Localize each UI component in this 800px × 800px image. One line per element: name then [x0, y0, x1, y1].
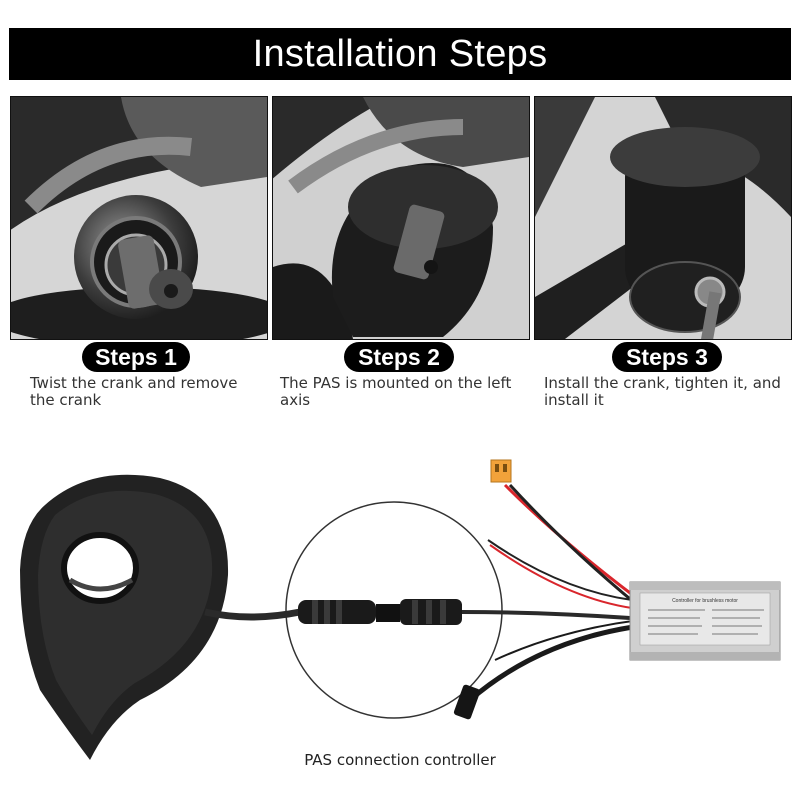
- step-1-badge: Steps 1: [82, 342, 190, 372]
- step-1-photo: [10, 96, 268, 340]
- page-title: Installation Steps: [252, 32, 548, 75]
- step-2-text: The PAS is mounted on the left axis: [280, 374, 512, 409]
- step-1-label: Steps 1: [95, 343, 177, 370]
- small-connector: [453, 684, 481, 720]
- controller-label: Controller for brushless motor: [672, 598, 738, 604]
- step-1-text: Twist the crank and remove the crank: [30, 374, 238, 409]
- caption: PAS connection controller: [304, 751, 496, 769]
- title-banner: Installation Steps: [9, 28, 791, 80]
- controller-box: [629, 581, 781, 661]
- xt-connector: [490, 459, 512, 483]
- zoom-circle: [285, 501, 503, 719]
- sensor-cable: [204, 608, 301, 621]
- step-3-label: Steps 3: [626, 343, 708, 370]
- step-3-badge: Steps 3: [612, 342, 722, 372]
- step-2-badge: Steps 2: [344, 342, 454, 372]
- step-3-photo: [534, 96, 792, 340]
- product-illustration: Controller for brushless motor: [20, 459, 781, 760]
- step-3-text: Install the crank, tighten it, and insta…: [544, 374, 781, 409]
- step-2-label: Steps 2: [358, 343, 440, 370]
- step-2-photo: [272, 96, 530, 340]
